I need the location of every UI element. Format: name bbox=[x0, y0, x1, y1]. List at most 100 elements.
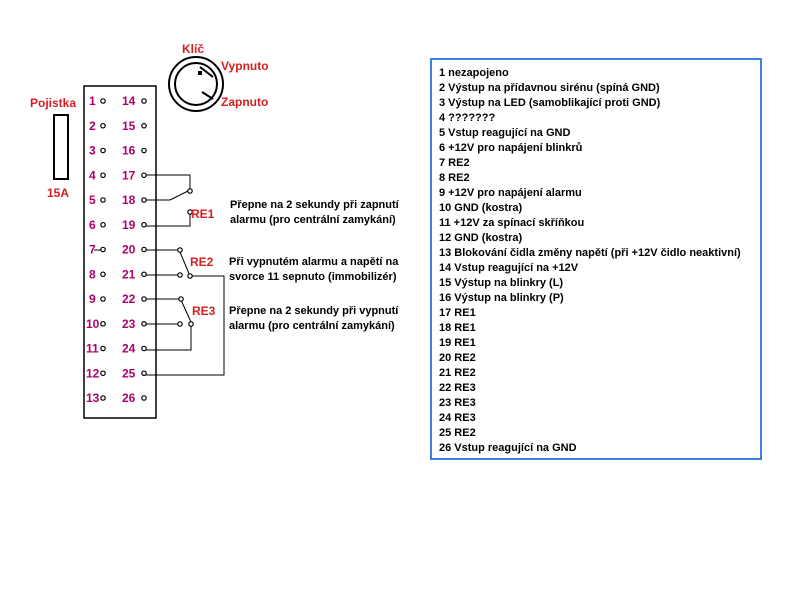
pin-label-4: 4 bbox=[89, 168, 96, 182]
pin-label-13: 13 bbox=[86, 391, 100, 405]
pin-contact-1 bbox=[100, 98, 106, 104]
legend-item: 3 Výstup na LED (samoblikající proti GND… bbox=[439, 97, 661, 109]
re2-note-line-2: svorce 11 sepnuto (immobilizér) bbox=[229, 271, 397, 283]
pin-label-14: 14 bbox=[122, 94, 136, 108]
pin-contact-18 bbox=[141, 197, 147, 203]
relay-re3-label: RE3 bbox=[192, 304, 216, 318]
re3-note-line-1: Přepne na 2 sekundy při vypnutí bbox=[229, 305, 399, 317]
legend-item: 7 RE2 bbox=[439, 157, 470, 169]
fuse-rating: 15A bbox=[47, 186, 69, 200]
legend-item: 15 Výstup na blinkry (L) bbox=[439, 277, 564, 289]
pin-contact-20 bbox=[141, 246, 147, 253]
pin-contact-10 bbox=[100, 320, 106, 327]
re1-note-line-2: alarmu (pro centrální zamykání) bbox=[230, 214, 396, 226]
pin-label-10: 10 bbox=[86, 317, 100, 331]
legend-item: 20 RE2 bbox=[439, 352, 476, 364]
pin-label-16: 16 bbox=[122, 144, 136, 158]
pin-label-9: 9 bbox=[89, 292, 96, 306]
legend-item: 10 GND (kostra) bbox=[439, 202, 523, 214]
pin-label-1: 1 bbox=[89, 94, 96, 108]
pin-contact-26 bbox=[141, 395, 147, 401]
pin-label-11: 11 bbox=[86, 342, 99, 356]
pin-contact-8 bbox=[100, 271, 106, 278]
legend-item: 8 RE2 bbox=[439, 172, 470, 184]
pin-label-15: 15 bbox=[122, 119, 136, 133]
pin-label-26: 26 bbox=[122, 391, 136, 405]
key-off-label: Vypnuto bbox=[221, 59, 269, 73]
pin-label-17: 17 bbox=[122, 168, 136, 182]
pin-contact-17 bbox=[141, 172, 147, 179]
pin-contact-12 bbox=[100, 370, 106, 377]
pin-contact-25 bbox=[141, 370, 147, 377]
pin-label-22: 22 bbox=[122, 292, 136, 306]
ignition-key-icon bbox=[168, 56, 224, 112]
legend-item: 9 +12V pro napájení alarmu bbox=[439, 187, 582, 199]
pin-contact-16 bbox=[141, 147, 147, 154]
pin-label-19: 19 bbox=[122, 218, 136, 232]
pins-right-column: 14 15 16 17 18 19 20 21 22 23 24 25 26 bbox=[122, 94, 147, 405]
legend-item: 1 nezapojeno bbox=[439, 67, 509, 79]
pin-label-8: 8 bbox=[89, 267, 96, 281]
pin-contact-11 bbox=[100, 345, 106, 352]
legend-item: 12 GND (kostra) bbox=[439, 232, 523, 244]
pin-label-3: 3 bbox=[89, 144, 96, 158]
legend-item: 26 Vstup reagující na GND bbox=[439, 442, 577, 454]
legend-item: 21 RE2 bbox=[439, 367, 476, 379]
legend-item: 13 Blokování čidla změny napětí (při +12… bbox=[439, 247, 741, 259]
pin-label-6: 6 bbox=[89, 218, 96, 232]
pin-label-20: 20 bbox=[122, 243, 136, 257]
legend-item: 2 Výstup na přídavnou sirénu (spíná GND) bbox=[439, 82, 660, 94]
re3-note-line-2: alarmu (pro centrální zamykání) bbox=[229, 320, 395, 332]
fuse-icon bbox=[53, 114, 69, 180]
pin-contact-22 bbox=[141, 296, 147, 302]
pin-contact-3 bbox=[100, 147, 106, 154]
pin-label-23: 23 bbox=[122, 317, 136, 331]
pinout-legend: 1 nezapojeno 2 Výstup na přídavnou sirénu… bbox=[430, 58, 762, 460]
key-label: Klíč bbox=[182, 42, 204, 56]
pin-contact-4 bbox=[100, 172, 106, 179]
pin-contact-24 bbox=[141, 345, 147, 352]
legend-item: 14 Vstup reagující na +12V bbox=[439, 262, 579, 274]
pin-label-7: 7 bbox=[89, 243, 96, 257]
pin-contact-5 bbox=[100, 197, 106, 203]
legend-list: 1 nezapojeno 2 Výstup na přídavnou sirénu… bbox=[439, 66, 760, 456]
re1-note-line-1: Přepne na 2 sekundy při zapnutí bbox=[230, 199, 400, 211]
pin-label-25: 25 bbox=[122, 366, 136, 380]
relay-contacts bbox=[177, 188, 194, 327]
pin-contact-23 bbox=[141, 320, 147, 327]
pin-label-5: 5 bbox=[89, 193, 96, 207]
pin-contact-2 bbox=[100, 122, 106, 129]
pin-contact-13 bbox=[100, 395, 106, 401]
pin-label-24: 24 bbox=[122, 342, 136, 356]
pin-contact-19 bbox=[141, 221, 147, 228]
pin-label-18: 18 bbox=[122, 193, 136, 207]
legend-item: 4 ??????? bbox=[439, 112, 496, 124]
connector-body bbox=[83, 85, 157, 419]
legend-item: 16 Výstup na blinkry (P) bbox=[439, 292, 564, 304]
relay-re2-label: RE2 bbox=[190, 255, 214, 269]
pin-contact-14 bbox=[141, 98, 147, 104]
pin-contact-7 bbox=[100, 246, 106, 253]
legend-item: 25 RE2 bbox=[439, 427, 476, 439]
relay-re1-label: RE1 bbox=[191, 207, 215, 221]
legend-item: 22 RE3 bbox=[439, 382, 476, 394]
legend-item: 11 +12V za spínací skříňkou bbox=[439, 217, 585, 229]
pin-label-21: 21 bbox=[122, 267, 136, 281]
pin-contact-15 bbox=[141, 122, 147, 129]
legend-item: 24 RE3 bbox=[439, 412, 476, 424]
pin-contact-9 bbox=[100, 296, 106, 302]
legend-item: 17 RE1 bbox=[439, 307, 476, 319]
key-on-label: Zapnuto bbox=[221, 95, 268, 109]
legend-item: 23 RE3 bbox=[439, 397, 476, 409]
pin-contact-21 bbox=[141, 271, 147, 278]
re2-note-line-1: Při vypnutém alarmu a napětí na bbox=[229, 256, 399, 268]
fuse-label: Pojistka bbox=[30, 96, 76, 110]
legend-item: 19 RE1 bbox=[439, 337, 476, 349]
legend-item: 18 RE1 bbox=[439, 322, 476, 334]
pin-label-2: 2 bbox=[89, 119, 96, 133]
relay-wiring bbox=[94, 174, 225, 376]
legend-item: 6 +12V pro napájení blinkrů bbox=[439, 142, 583, 154]
legend-item: 5 Vstup reagující na GND bbox=[439, 127, 571, 139]
